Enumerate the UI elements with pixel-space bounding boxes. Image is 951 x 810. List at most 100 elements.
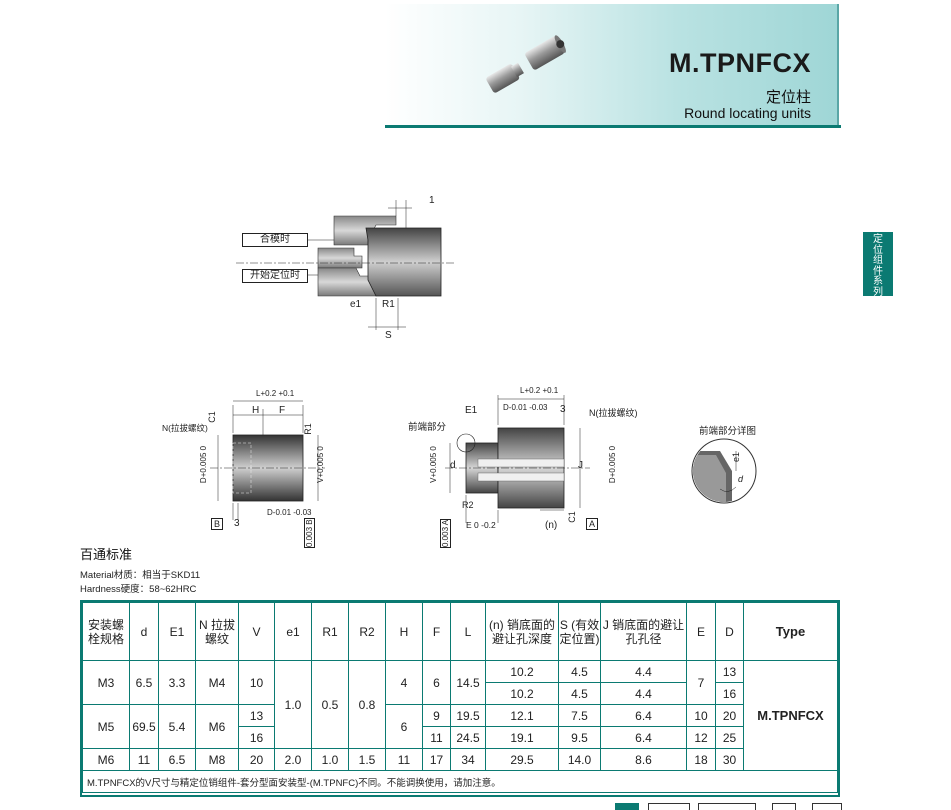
product-name-cn: 定位柱 (765, 89, 811, 106)
detail-d: d (738, 474, 744, 484)
col-header-d: d (129, 602, 159, 661)
cell-S: 4.5 (558, 660, 601, 683)
cell-F: 6 (422, 660, 451, 705)
side-tab-label: 定位组件系列 (873, 234, 883, 298)
dim-E-mid: E 0 -0.2 (466, 520, 496, 530)
cell-n: 19.1 (485, 726, 559, 749)
label-start-locating: 开始定位时 (242, 269, 308, 283)
cell-N: M6 (195, 704, 239, 749)
product-code: M.TPNFCX (669, 48, 811, 78)
label-s: S (385, 330, 392, 341)
cell-S: 14.0 (558, 748, 601, 771)
detail-e1: e1 (731, 451, 742, 463)
cell-E: 12 (686, 726, 716, 749)
datum-A: A (586, 518, 599, 530)
table-row: M6 11 6.5 M8 20 2.0 1.0 1.5 11 17 34 29.… (82, 748, 838, 771)
hardness-text: Hardness硬度：58~62HRC (80, 584, 197, 595)
dim-Dtol-left: D-0.01 -0.03 (267, 508, 312, 517)
cell-J: 4.4 (600, 682, 687, 705)
cell-N: M8 (195, 748, 239, 771)
section-title: 百通标准 (80, 547, 133, 562)
cell-F: 11 (422, 726, 451, 749)
label-r1: R1 (382, 299, 395, 310)
col-header-R2: R2 (348, 602, 386, 661)
cell-n: 10.2 (485, 682, 559, 705)
dim-R2: R2 (462, 500, 474, 510)
table-row: 16 11 24.5 19.1 9.5 6.4 12 25 (83, 726, 838, 749)
detail-title: 前端部分详图 (699, 426, 757, 437)
dim-E1: E1 (465, 405, 478, 416)
cell-L: 14.5 (450, 660, 486, 705)
header-underline (385, 125, 841, 128)
dim-H: H (252, 405, 260, 416)
cell-bolt: M6 (82, 748, 130, 771)
cell-d: 11 (129, 748, 159, 771)
label-front-part: 前端部分 (408, 422, 447, 433)
dim-V-mid: V+0.005 0 (428, 446, 438, 483)
cell-D: 25 (715, 726, 744, 749)
cell-bolt: M3 (82, 660, 130, 705)
dim-D-mid: D+0.005 0 (608, 445, 618, 484)
cell-bolt: M5 (82, 704, 130, 749)
cell-E1: 3.3 (158, 660, 196, 705)
cell-F: 17 (422, 748, 451, 771)
col-header-F: F (422, 602, 451, 661)
col-header-J: J 销底面的避让孔孔径 (600, 602, 687, 661)
front-detail-drawing (691, 438, 757, 504)
cell-J: 6.4 (600, 726, 687, 749)
cell-n: 29.5 (485, 748, 559, 771)
col-header-R1: R1 (311, 602, 349, 661)
thread-N-left: N(拉拔螺纹) (162, 423, 208, 433)
dim-L-left: L+0.2 +0.1 (256, 389, 295, 398)
cell-E: 10 (686, 704, 716, 727)
table-note: M.TPNFCX的V尺寸与精定位销组件-套分型面安装型-(M.TPNFC)不同。… (82, 770, 838, 793)
table-row: M5 69.5 5.4 M6 13 6 9 19.5 12.1 7.5 6.4 … (82, 704, 838, 749)
pin-drawing-mid (445, 395, 590, 523)
cell-R2: 1.5 (348, 748, 386, 771)
label-closed: 合模时 (242, 233, 308, 247)
col-header-V: V (238, 602, 275, 661)
col-header-S: S (有效定位置) (558, 602, 601, 661)
cell-n: 12.1 (485, 704, 559, 727)
dim-Dtol-mid: D-0.01 -0.03 (503, 403, 548, 412)
cell-V: 16 (238, 726, 275, 749)
cell-V: 13 (238, 704, 275, 727)
spec-table: 安装螺栓规格 d E1 N 拉拔螺纹 V e1 R1 R2 H F L (n) … (80, 600, 840, 797)
cell-e1: 1.0 (274, 660, 312, 749)
product-photo (486, 35, 566, 93)
col-header-n: (n) 销底面的避让孔深度 (485, 602, 559, 661)
cell-D: 30 (715, 748, 744, 771)
table-note-row: M.TPNFCX的V尺寸与精定位销组件-套分型面安装型-(M.TPNFC)不同。… (82, 770, 838, 793)
dim-n: (n) (545, 520, 558, 531)
geo-tol-A: 0.003 A (440, 518, 451, 548)
dim-3-mid: 3 (560, 404, 566, 415)
datum-B: B (211, 518, 224, 530)
assembly-diagram (236, 200, 456, 330)
col-header-e1: e1 (274, 602, 312, 661)
dim-d-mid: d (450, 460, 456, 471)
dim-3-left: 3 (234, 518, 240, 529)
cell-S: 7.5 (558, 704, 601, 727)
cell-H: 4 (385, 660, 423, 705)
cell-n: 10.2 (485, 660, 559, 683)
dim-V-left: V+0.005 0 (315, 446, 325, 483)
pin-drawing-left (210, 400, 325, 520)
cell-E1: 6.5 (158, 748, 196, 771)
cell-R2: 0.8 (348, 660, 386, 749)
cell-D: 20 (715, 704, 744, 727)
side-category-tab[interactable]: 定位组件系列 (863, 232, 893, 298)
header-banner: M.TPNFCX 定位柱 Round locating units (385, 4, 839, 125)
table-row: M3 6.5 3.3 M4 10 1.0 0.5 0.8 4 6 14.5 10… (82, 660, 838, 771)
cell-L: 24.5 (450, 726, 486, 749)
cell-R1: 0.5 (311, 660, 349, 749)
cell-D: 16 (715, 682, 744, 705)
col-header-bolt: 安装螺栓规格 (82, 602, 130, 661)
cell-R1: 1.0 (311, 748, 349, 771)
cell-L: 19.5 (450, 704, 486, 727)
col-header-N: N 拉拔螺纹 (195, 602, 239, 661)
cell-E: 7 (686, 660, 716, 705)
cell-N: M4 (195, 660, 239, 705)
col-header-type: Type (743, 602, 838, 661)
col-header-L: L (450, 602, 486, 661)
dim-J: J (578, 460, 583, 471)
